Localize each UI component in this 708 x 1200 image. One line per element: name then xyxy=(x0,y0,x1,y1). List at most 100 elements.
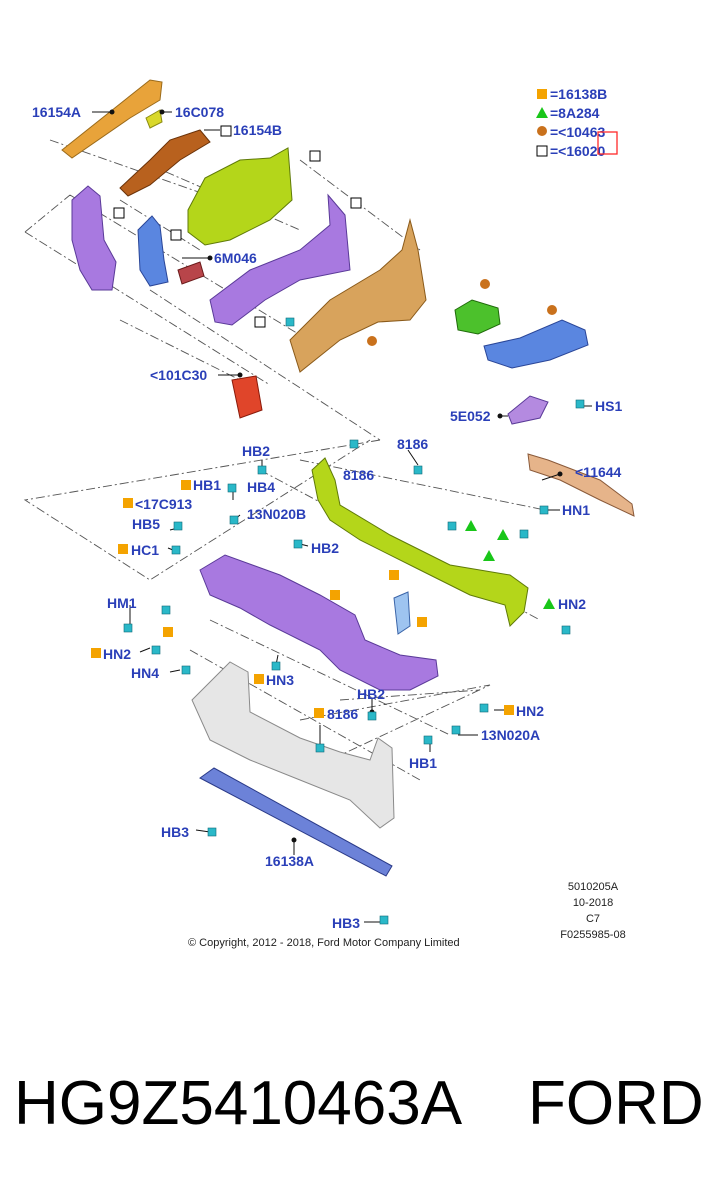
label-HB2-mid: HB2 xyxy=(311,540,339,556)
legend-item-16138B: =16138B xyxy=(550,86,607,102)
fastener-icon xyxy=(575,399,585,409)
square-outline-icon xyxy=(220,125,232,137)
part-pillar-purple[interactable] xyxy=(71,185,117,291)
triangle-green-icon xyxy=(543,598,555,609)
fastener-icon xyxy=(151,645,161,655)
label-101C30: <101C30 xyxy=(150,367,207,383)
label-HN4: HN4 xyxy=(131,665,159,681)
circle-brown-icon xyxy=(547,305,557,315)
exploded-parts-diagram: 16154A 16C078 16154B 6M046 <101C30 5E052… xyxy=(23,79,635,949)
square-orange-icon xyxy=(537,89,547,99)
circle-brown-icon xyxy=(367,336,377,346)
label-HB3-b: HB3 xyxy=(332,915,360,931)
highlight-box xyxy=(597,131,618,155)
part-11644[interactable] xyxy=(527,453,635,517)
brand-caption: FORD xyxy=(528,1069,704,1138)
triangle-green-icon xyxy=(497,529,509,540)
fastener-icon xyxy=(447,521,457,531)
triangle-green-icon xyxy=(536,107,548,118)
fastener-icon xyxy=(413,465,423,475)
fastener-icon xyxy=(171,545,181,555)
square-orange-icon xyxy=(330,590,340,600)
fastener-icon xyxy=(539,505,549,515)
part-side-member-tan[interactable] xyxy=(289,218,427,373)
drawing-code: 5010205A xyxy=(568,881,619,893)
square-orange-icon xyxy=(118,544,128,554)
label-HC1: HC1 xyxy=(131,542,159,558)
triangle-green-icon xyxy=(483,550,495,561)
label-HB1-low: HB1 xyxy=(409,755,437,771)
label-8186-c: 8186 xyxy=(327,706,358,722)
part-wheelhouse-lime[interactable] xyxy=(187,147,293,246)
label-HS1: HS1 xyxy=(595,398,622,414)
part-16154A[interactable] xyxy=(61,79,163,159)
legend-item-16020: =<16020 xyxy=(550,143,605,159)
label-6M046: 6M046 xyxy=(214,250,257,266)
fastener-icon xyxy=(315,743,325,753)
legend-item-8A284: =8A284 xyxy=(550,105,600,121)
square-orange-icon xyxy=(91,648,101,658)
label-16C078: 16C078 xyxy=(175,104,224,120)
square-orange-icon xyxy=(504,705,514,715)
label-HN2-low: HN2 xyxy=(516,703,544,719)
part-crossmember-lime[interactable] xyxy=(311,457,529,627)
part-apron-purple[interactable] xyxy=(209,193,351,326)
label-HB4: HB4 xyxy=(247,479,275,495)
part-6M046[interactable] xyxy=(177,261,205,285)
part-bracket-green[interactable] xyxy=(454,299,501,335)
part-lower-assembly-purple[interactable] xyxy=(199,554,439,691)
part-number-caption: HG9Z5410463A xyxy=(14,1069,463,1138)
legend: =16138B =8A284 =<10463 =<16020 xyxy=(536,86,618,159)
fastener-icon xyxy=(285,317,295,327)
part-bracket-blue[interactable] xyxy=(137,215,169,287)
fastener-icon xyxy=(293,539,303,549)
fastener-icon xyxy=(271,661,281,671)
part-bumper-beam[interactable] xyxy=(191,661,395,829)
label-16154A: 16154A xyxy=(32,104,81,120)
callout-symbols xyxy=(91,125,557,718)
fastener-icon xyxy=(123,623,133,633)
label-HM1: HM1 xyxy=(107,595,137,611)
square-outline-icon xyxy=(170,229,182,241)
part-16C078[interactable] xyxy=(145,109,163,129)
label-13N020B: 13N020B xyxy=(247,506,306,522)
drawing-rev: C7 xyxy=(586,913,600,925)
label-HB5: HB5 xyxy=(132,516,160,532)
fasteners xyxy=(123,317,585,925)
label-8186-a: 8186 xyxy=(397,436,428,452)
fastener-icon xyxy=(561,625,571,635)
fastener-icon xyxy=(519,529,529,539)
part-labels: 16154A 16C078 16154B 6M046 <101C30 5E052… xyxy=(32,104,622,931)
label-17C913: <17C913 xyxy=(135,496,192,512)
label-HB3-a: HB3 xyxy=(161,824,189,840)
label-HN2-right: HN2 xyxy=(558,596,586,612)
part-16154B[interactable] xyxy=(119,129,211,197)
part-bracket-lightblue[interactable] xyxy=(393,591,411,635)
label-HB1-top: HB1 xyxy=(193,477,221,493)
part-16138A[interactable] xyxy=(199,767,393,877)
label-11644: <11644 xyxy=(575,464,622,480)
square-outline-icon xyxy=(254,316,266,328)
fastener-icon xyxy=(173,521,183,531)
label-HB2-low: HB2 xyxy=(357,686,385,702)
copyright: © Copyright, 2012 - 2018, Ford Motor Com… xyxy=(188,937,460,949)
square-outline-icon xyxy=(536,145,548,157)
label-HN1: HN1 xyxy=(562,502,590,518)
circle-brown-icon xyxy=(537,126,547,136)
square-orange-icon xyxy=(163,627,173,637)
square-orange-icon xyxy=(389,570,399,580)
fastener-icon xyxy=(423,735,433,745)
part-5E052[interactable] xyxy=(507,395,549,425)
drawing-date: 10-2018 xyxy=(573,897,613,909)
fastener-icon xyxy=(367,711,377,721)
part-rail-blue[interactable] xyxy=(483,319,589,369)
leader-dots xyxy=(109,109,563,843)
square-orange-icon xyxy=(254,674,264,684)
triangle-green-icon xyxy=(465,520,477,531)
drawing-figure: F0255985-08 xyxy=(560,929,625,941)
fastener-icon xyxy=(379,915,389,925)
part-101C30[interactable] xyxy=(231,375,263,419)
label-5E052: 5E052 xyxy=(450,408,491,424)
fastener-icon xyxy=(479,703,489,713)
label-HN3: HN3 xyxy=(266,672,294,688)
